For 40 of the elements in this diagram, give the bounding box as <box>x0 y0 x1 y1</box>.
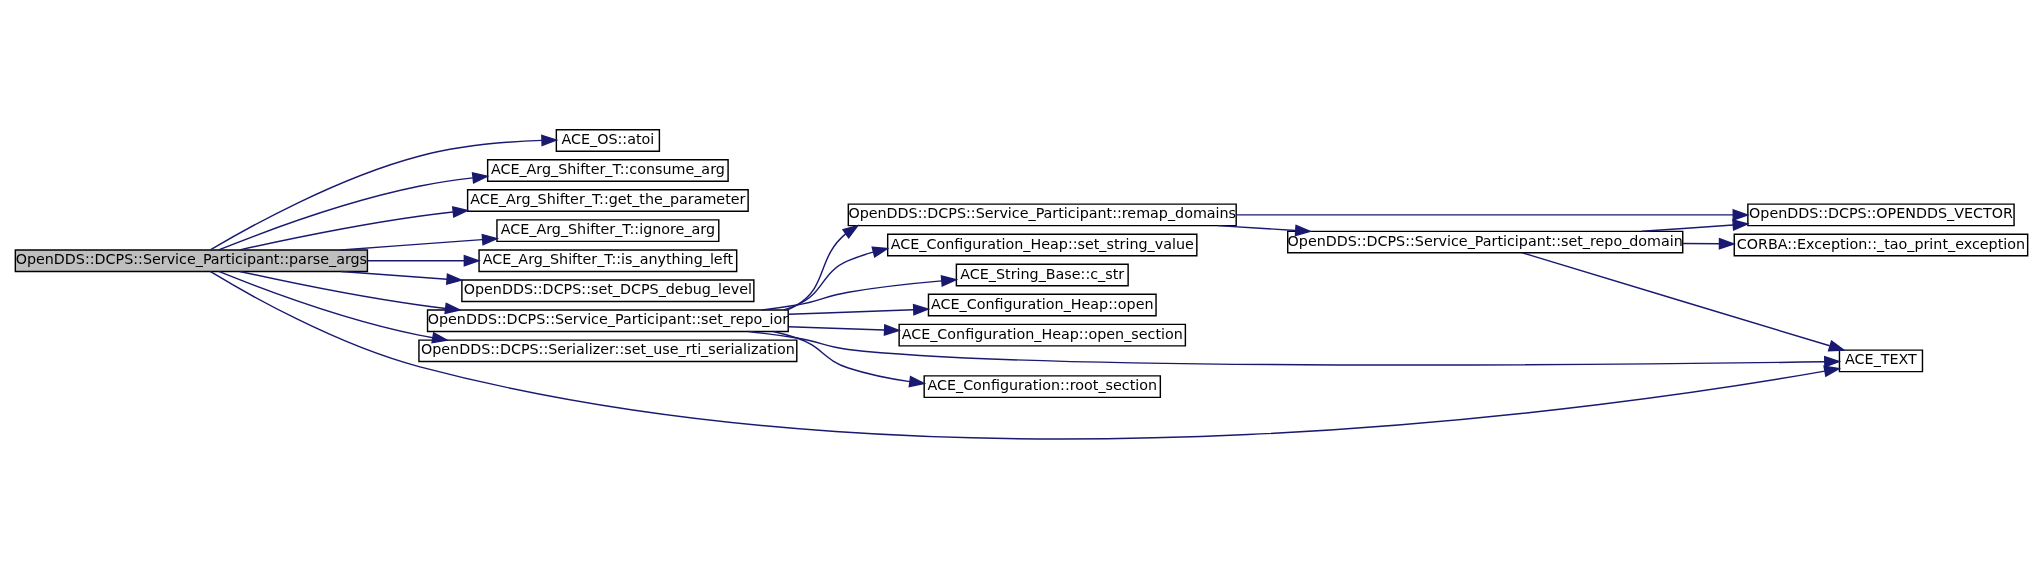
arrow <box>209 270 1842 440</box>
node-box: ACE_Arg_Shifter_T::is_anything_left <box>478 249 738 273</box>
arrow <box>340 270 464 286</box>
arrow <box>366 254 481 267</box>
arrow <box>761 274 959 311</box>
node-box: ACE_Configuration_Heap::open <box>927 293 1157 317</box>
node-box: OpenDDS::DCPS::Service_Participant::parse_args <box>14 249 369 273</box>
arrow <box>340 233 500 251</box>
arrow <box>1682 237 1736 250</box>
node-box: ACE_Configuration_Heap::set_string_value <box>886 233 1198 257</box>
arrow <box>1235 208 1750 221</box>
arrow <box>787 303 931 316</box>
arrow <box>1641 219 1750 233</box>
arrow <box>783 246 890 311</box>
node-box: ACE_OS::atoi <box>555 129 661 152</box>
node-box: CORBA::Exception::_tao_print_exception <box>1733 233 2029 257</box>
arrow <box>786 224 860 311</box>
node-box: ACE_TEXT <box>1838 349 1924 373</box>
node-box: OpenDDS::DCPS::Service_Participant::remap_domains <box>847 203 1237 227</box>
node-box: ACE_Configuration::root_section <box>923 375 1162 399</box>
arrow <box>747 330 1842 368</box>
arrow <box>772 330 927 388</box>
arrow <box>1216 224 1313 237</box>
node-box: ACE_Arg_Shifter_T::get_the_parameter <box>466 189 749 213</box>
arrow <box>1521 252 1846 352</box>
arrow <box>787 323 902 336</box>
node-box: OpenDDS::DCPS::Service_Participant::set_repo_domain <box>1287 230 1684 254</box>
node-box: OpenDDS::DCPS::Service_Participant::set_repo_ior <box>426 309 789 333</box>
node-box: ACE_Arg_Shifter_T::consume_arg <box>486 159 729 182</box>
node-box: ACE_Arg_Shifter_T::ignore_arg <box>496 219 720 243</box>
node-box: OpenDDS::DCPS::Serializer::set_use_rti_serialization <box>418 339 798 363</box>
node-box: OpenDDS::DCPS::OPENDDS_VECTOR <box>1747 203 2015 227</box>
node-box: OpenDDS::DCPS::set_DCPS_debug_level <box>461 279 755 303</box>
node-box: ACE_String_Base::c_str <box>955 263 1129 287</box>
arrow <box>218 171 490 251</box>
arrow <box>239 270 463 315</box>
arrow <box>239 206 470 251</box>
node-box: ACE_Configuration_Heap::open_section <box>898 323 1187 347</box>
arrow <box>218 270 450 344</box>
arrow <box>210 134 559 251</box>
